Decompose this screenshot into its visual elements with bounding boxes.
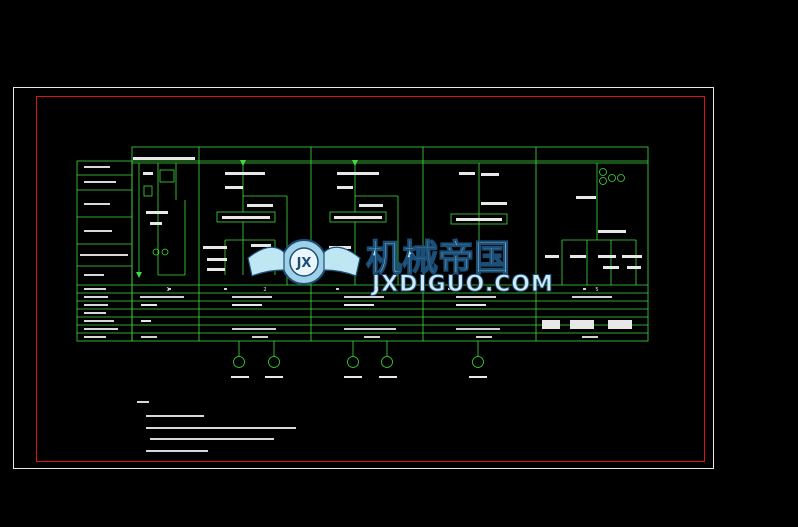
panel-1-circuit <box>138 163 186 276</box>
panel-grid <box>131 146 649 342</box>
panel-4-circuit <box>450 163 508 285</box>
logo-en-text: JXDIGUO.COM <box>370 272 554 297</box>
panel-5-labels <box>542 196 642 329</box>
panel-number-5: 5 <box>595 287 598 293</box>
panel-number-2: 2 <box>263 287 266 293</box>
drawing-inner-border <box>36 96 705 462</box>
busbar-label <box>133 157 195 160</box>
panel-number-1: 1 <box>166 287 169 293</box>
arrow-icon <box>136 272 142 278</box>
panel-4-labels <box>456 172 507 306</box>
panel-5-circuit <box>561 163 637 285</box>
panel-number-4: 4 <box>488 287 491 293</box>
table-row-marks <box>140 288 612 338</box>
arrow-icon <box>352 160 358 166</box>
feeder-labels <box>231 376 487 378</box>
panel-2-labels <box>203 172 273 306</box>
drawing-outer-frame <box>13 87 714 469</box>
watermark-logo: JX 机械帝国 JXDIGUO.COM <box>247 237 554 298</box>
panel-number-3: 3 <box>375 287 378 293</box>
panel-1-labels <box>141 172 168 322</box>
label-text-marks <box>80 166 128 338</box>
wing-left-icon <box>247 246 285 277</box>
outgoing-feeders <box>233 341 484 368</box>
notes-block <box>137 401 296 452</box>
arrow-icon <box>240 160 246 166</box>
wing-right-icon <box>323 246 361 277</box>
logo-cn-text: 机械帝国 <box>366 238 510 279</box>
logo-badge: JX <box>296 256 312 271</box>
